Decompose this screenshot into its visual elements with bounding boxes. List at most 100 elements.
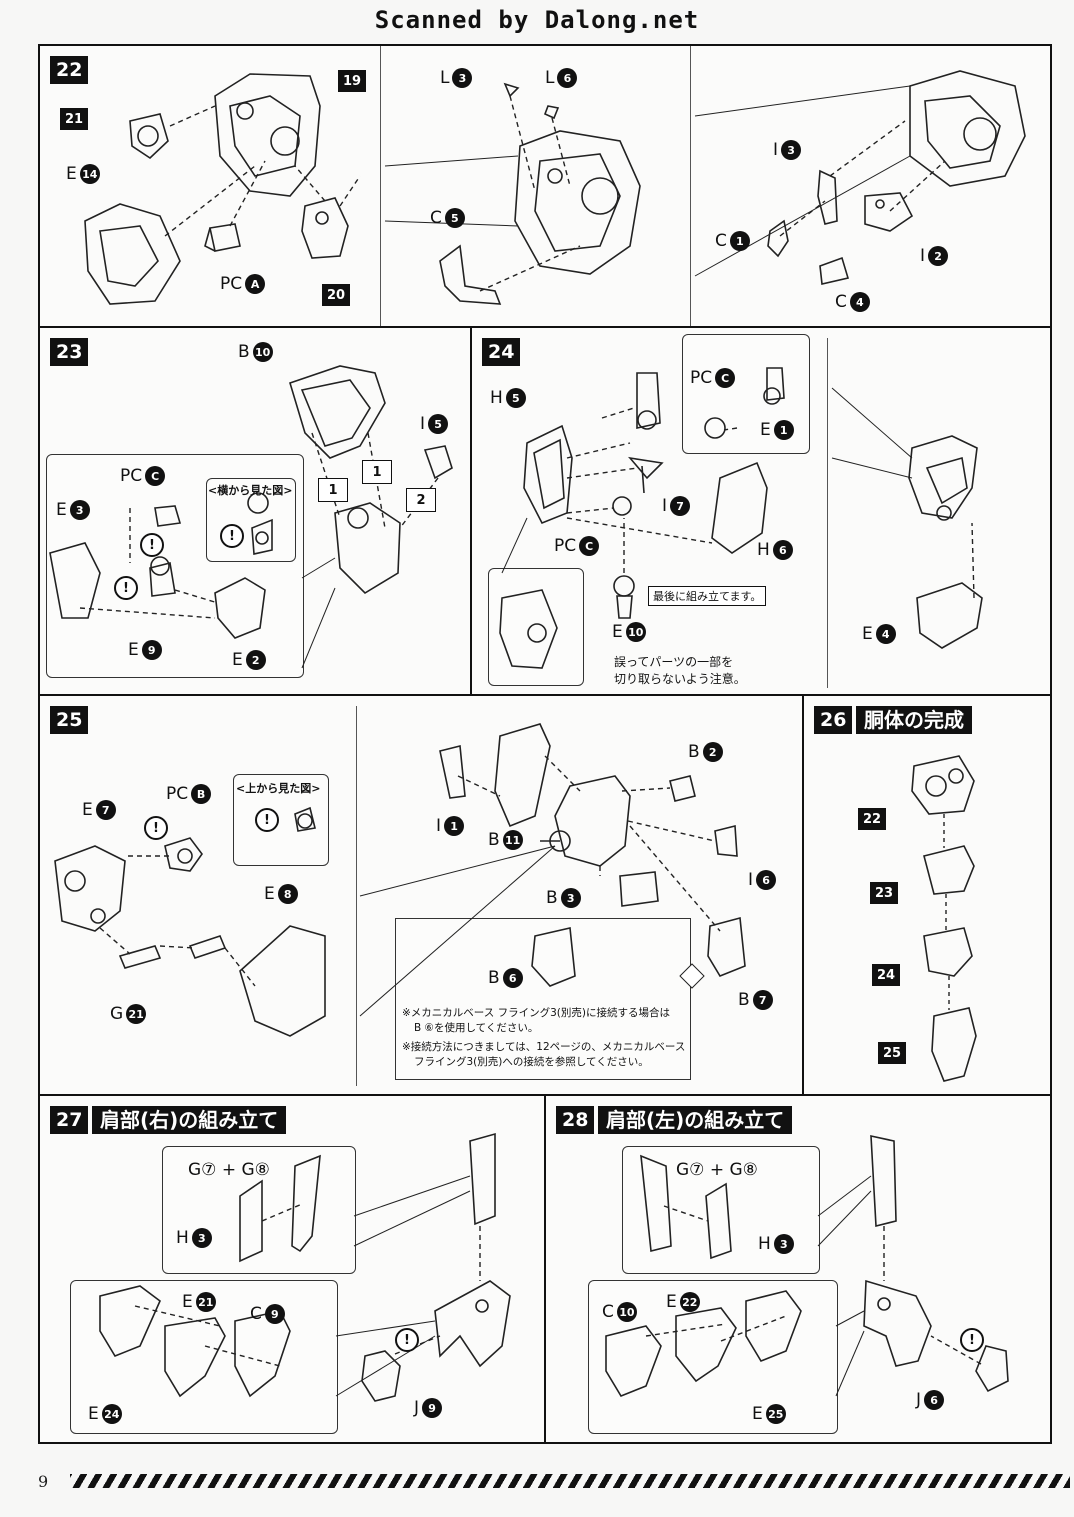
step-number: 25 (50, 706, 89, 734)
order-1a: 1 (318, 478, 348, 502)
panel-divider (690, 46, 691, 328)
panel-divider (356, 706, 357, 1086)
step-26-illustration (911, 755, 977, 1082)
step-number: 24 (482, 338, 521, 366)
top-view-caption: <上から見た図> (236, 782, 321, 795)
detail-box (488, 568, 584, 686)
step-27-panel: 27 肩部(右)の組み立て (38, 1094, 548, 1444)
step-23-panel: 23 (38, 326, 474, 698)
step-number: 28 (556, 1106, 595, 1134)
part-label-19: 19 (338, 70, 366, 92)
step-title: 肩部(左)の組み立て (598, 1106, 793, 1134)
caution-mark: ! (220, 524, 244, 548)
note-box (395, 918, 691, 1080)
caution-mark: ! (960, 1328, 984, 1352)
part-label-21: 21 (60, 108, 88, 130)
step-24-panel: 24 (470, 326, 1052, 698)
step-22-panel: 22 (38, 44, 1052, 330)
step-number: 22 (50, 56, 89, 84)
step-28-panel: 28 肩部(左)の組み立て (544, 1094, 1052, 1444)
caution-mark: ! (140, 533, 164, 557)
step-title: 胴体の完成 (856, 706, 972, 734)
scan-header: Scanned by Dalong.net (374, 6, 700, 34)
caution-mark: ! (114, 576, 138, 600)
step-title: 肩部(右)の組み立て (92, 1106, 287, 1134)
step-26-panel: 26 胴体の完成 22 23 24 25 (802, 694, 1052, 1098)
order-1b: 1 (362, 460, 392, 484)
part-label-25: 25 (878, 1042, 906, 1064)
part-label-g7-g8: G⑦ + G⑧ (676, 1160, 758, 1180)
caution-mark: ! (395, 1328, 419, 1352)
page-number: 9 (38, 1472, 49, 1491)
part-label-22: 22 (858, 808, 886, 830)
step-number: 27 (50, 1106, 89, 1134)
step-number: 26 (814, 706, 853, 734)
step-25-panel: 25 (38, 694, 806, 1098)
part-label-g7-g8: G⑦ + G⑧ (188, 1160, 270, 1180)
assemble-last-note: 最後に組み立てます。 (648, 586, 767, 606)
step-24-illustration (499, 367, 983, 669)
footer-hatch-bar (70, 1474, 1070, 1488)
flying-base-note: ※メカニカルベース フライング3(別売)に接続する場合は B ⑥を使用してくださ… (402, 1007, 686, 1068)
side-view-box (206, 478, 296, 562)
caution-mark: ! (144, 816, 168, 840)
caution-mark: ! (255, 808, 279, 832)
step-22-illustration (84, 70, 1026, 305)
cut-warning-note: 誤ってパーツの一部を 切り取らないよう注意。 (614, 655, 746, 686)
part-label-20: 20 (322, 284, 350, 306)
step-number: 23 (50, 338, 89, 366)
step-28-illustration (605, 1134, 1009, 1397)
step-27-illustration (99, 1132, 511, 1402)
panel-divider (380, 46, 381, 328)
part-label-24: 24 (872, 964, 900, 986)
part-label-23: 23 (870, 882, 898, 904)
side-view-caption: <横から見た図> (208, 484, 293, 497)
step-25-illustration (54, 723, 746, 1037)
step-23-illustration (49, 365, 453, 669)
order-2: 2 (406, 488, 436, 512)
